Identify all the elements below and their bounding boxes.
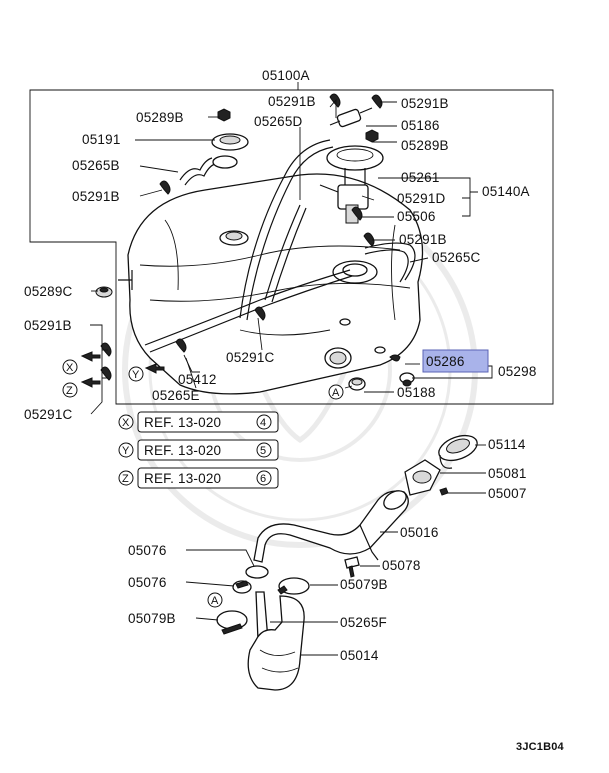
label-05265C: 05265C	[432, 250, 481, 265]
ref-row-x[interactable]: X REF. 13-020 4	[118, 411, 279, 433]
ref-number: 4	[260, 417, 266, 429]
marker-x: X	[66, 362, 74, 374]
nut-05289B-right	[365, 129, 379, 143]
assembly-frame	[29, 89, 554, 405]
clips	[100, 93, 383, 381]
ref-letter: Z	[122, 473, 129, 485]
label-05291B: 05291B	[268, 94, 316, 109]
label-05114: 05114	[488, 437, 526, 452]
label-05412: 05412	[178, 372, 217, 387]
label-05291B: 05291B	[24, 318, 72, 333]
drain-plug-parts	[389, 354, 415, 387]
marker-y: Y	[132, 369, 140, 381]
leader-lines	[90, 82, 493, 415]
ref-text: REF. 13-020	[144, 415, 221, 430]
label-05286: 05286	[426, 354, 465, 369]
label-05016: 05016	[400, 525, 439, 540]
label-05289B: 05289B	[136, 110, 184, 125]
fuel-tank	[118, 173, 424, 395]
label-05081: 05081	[488, 466, 527, 481]
label-05289C: 05289C	[24, 284, 73, 299]
marker-a: A	[211, 595, 219, 607]
fuel-pump-assembly	[319, 145, 384, 224]
label-05140A: 05140A	[482, 184, 530, 199]
label-05265E: 05265E	[152, 388, 200, 403]
label-05188: 05188	[397, 385, 436, 400]
ref-number: 6	[260, 473, 266, 485]
label-05014: 05014	[340, 648, 379, 663]
nut-05289B-top	[217, 108, 231, 122]
ref-row-y[interactable]: Y REF. 13-020 5	[118, 439, 279, 461]
diagram-code: 3JC1B04	[516, 741, 565, 753]
hoses	[144, 139, 416, 353]
label-05265B: 05265B	[72, 158, 120, 173]
marker-a: A	[332, 387, 340, 399]
marker-z: Z	[66, 385, 73, 397]
label-05076: 05076	[128, 575, 167, 590]
label-05007: 05007	[488, 486, 527, 501]
pump-cover-05191	[211, 133, 249, 169]
label-05291C: 05291C	[24, 407, 73, 422]
label-05291B: 05291B	[401, 96, 449, 111]
label-05079B: 05079B	[128, 611, 176, 626]
part-labels: 05100A 05291B 05291B 05289B 05265D 05186…	[24, 68, 565, 753]
ref-text: REF. 13-020	[144, 443, 221, 458]
label-05291B: 05291B	[72, 189, 120, 204]
label-05291D: 05291D	[397, 191, 446, 206]
ref-row-z[interactable]: Z REF. 13-020 6	[118, 467, 279, 489]
label-05079B: 05079B	[340, 577, 388, 592]
reference-list: X REF. 13-020 4 Y REF. 13-020 5 Z REF. 1…	[118, 411, 279, 489]
part-05188	[348, 377, 366, 391]
fuel-filter	[329, 107, 373, 128]
label-05291B: 05291B	[399, 232, 447, 247]
label-05289B: 05289B	[401, 138, 449, 153]
label-05291C: 05291C	[226, 350, 275, 365]
ref-letter: X	[122, 417, 130, 429]
label-05265F: 05265F	[340, 615, 387, 630]
label-05100A: 05100A	[262, 68, 310, 83]
connection-arrows	[80, 351, 165, 388]
ref-letter: Y	[122, 445, 130, 457]
grommet-05289C	[95, 286, 113, 298]
label-05261: 05261	[401, 170, 440, 185]
label-05191: 05191	[82, 132, 121, 147]
label-05186: 05186	[401, 118, 440, 133]
label-05078: 05078	[382, 558, 421, 573]
filler-neck-assembly	[216, 434, 478, 691]
label-05298: 05298	[498, 364, 537, 379]
label-05076: 05076	[128, 543, 167, 558]
leader-lines-lower	[185, 444, 486, 656]
label-05265D: 05265D	[254, 114, 303, 129]
markers: X Z Y A A	[62, 359, 344, 608]
ref-number: 5	[260, 445, 266, 457]
ref-text: REF. 13-020	[144, 471, 221, 486]
highlight-05286	[422, 349, 489, 373]
label-05506: 05506	[397, 209, 436, 224]
